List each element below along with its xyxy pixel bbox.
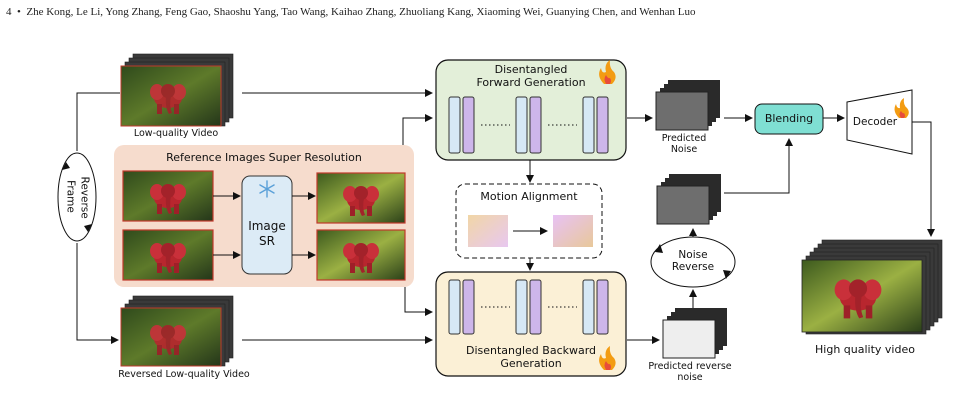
page-number: 4 [6,6,12,18]
decoder-label: Decoder [852,116,898,128]
motion-frame-a [468,215,508,247]
noise-reverse-line-1: Noise [678,249,708,261]
low-quality-video-label: Low-quality Video [133,128,219,139]
blending-box [754,103,824,135]
snowflake-icon [259,180,275,198]
reference-sr-title: Reference Images Super Resolution [166,151,362,164]
frame-reverse-text: Frame Reverse [52,168,104,228]
to-frame-reverse-line [76,92,120,151]
reversed-video-stack [120,295,234,367]
predicted-noise-line-1: Predicted [661,133,707,144]
fire-icon [894,98,909,118]
ref-output-image-1 [316,172,406,224]
header-bullet: • [17,6,21,18]
backward-generation-title: Disentangled Backward Generation [436,344,626,370]
forward-generation-line-1: Disentangled [494,63,568,76]
forward-blocks [448,96,609,154]
frame-reverse-to-reversed-arrow [76,243,119,344]
backward-generation-line-2: Generation [500,357,562,370]
author-list: Zhe Kong, Le Li, Yong Zhang, Feng Gao, S… [26,6,696,18]
predicted-reverse-noise-line-1: Predicted reverse [648,361,732,372]
page-header: 4 • Zhe Kong, Le Li, Yong Zhang, Feng Ga… [6,6,695,18]
high-quality-video-stack [801,239,943,335]
backward-blocks [448,279,609,335]
reversed-noise-stack [656,174,721,225]
predicted-reverse-noise-line-2: noise [677,372,703,383]
image-sr-line-2: SR [259,234,275,248]
image-sr-box [241,175,293,275]
motion-alignment-title: Motion Alignment [480,190,578,203]
frame-reverse-word-2: Reverse [78,176,91,219]
fire-icon [599,60,616,84]
forward-generation-line-2: Forward Generation [476,76,586,89]
frame-reverse-ellipse [57,152,97,242]
fire-icon [599,346,616,370]
reversed-video-label: Reversed Low-quality Video [118,369,250,380]
predicted-noise-line-2: Noise [670,144,698,155]
predicted-reverse-noise-label: Predicted reverse noise [640,361,740,383]
frame-reverse-word-1: Frame [64,180,77,213]
blending-label: Blending [764,112,814,125]
noise-reverse-line-2: Reverse [671,261,715,273]
noise-reverse-label: Noise Reverse [653,249,733,273]
motion-frame-b [553,215,593,247]
high-quality-video-label: High quality video [815,343,915,356]
image-sr-line-1: Image [248,219,286,233]
predicted-noise-stack [655,80,720,131]
low-quality-video-stack [120,53,234,127]
predicted-noise-label: Predicted Noise [646,133,722,155]
image-sr-label: Image SR [242,219,292,249]
forward-generation-title: Disentangled Forward Generation [436,63,626,89]
predicted-reverse-noise-stack [662,308,727,359]
backward-generation-line-1: Disentangled Backward [465,344,597,357]
